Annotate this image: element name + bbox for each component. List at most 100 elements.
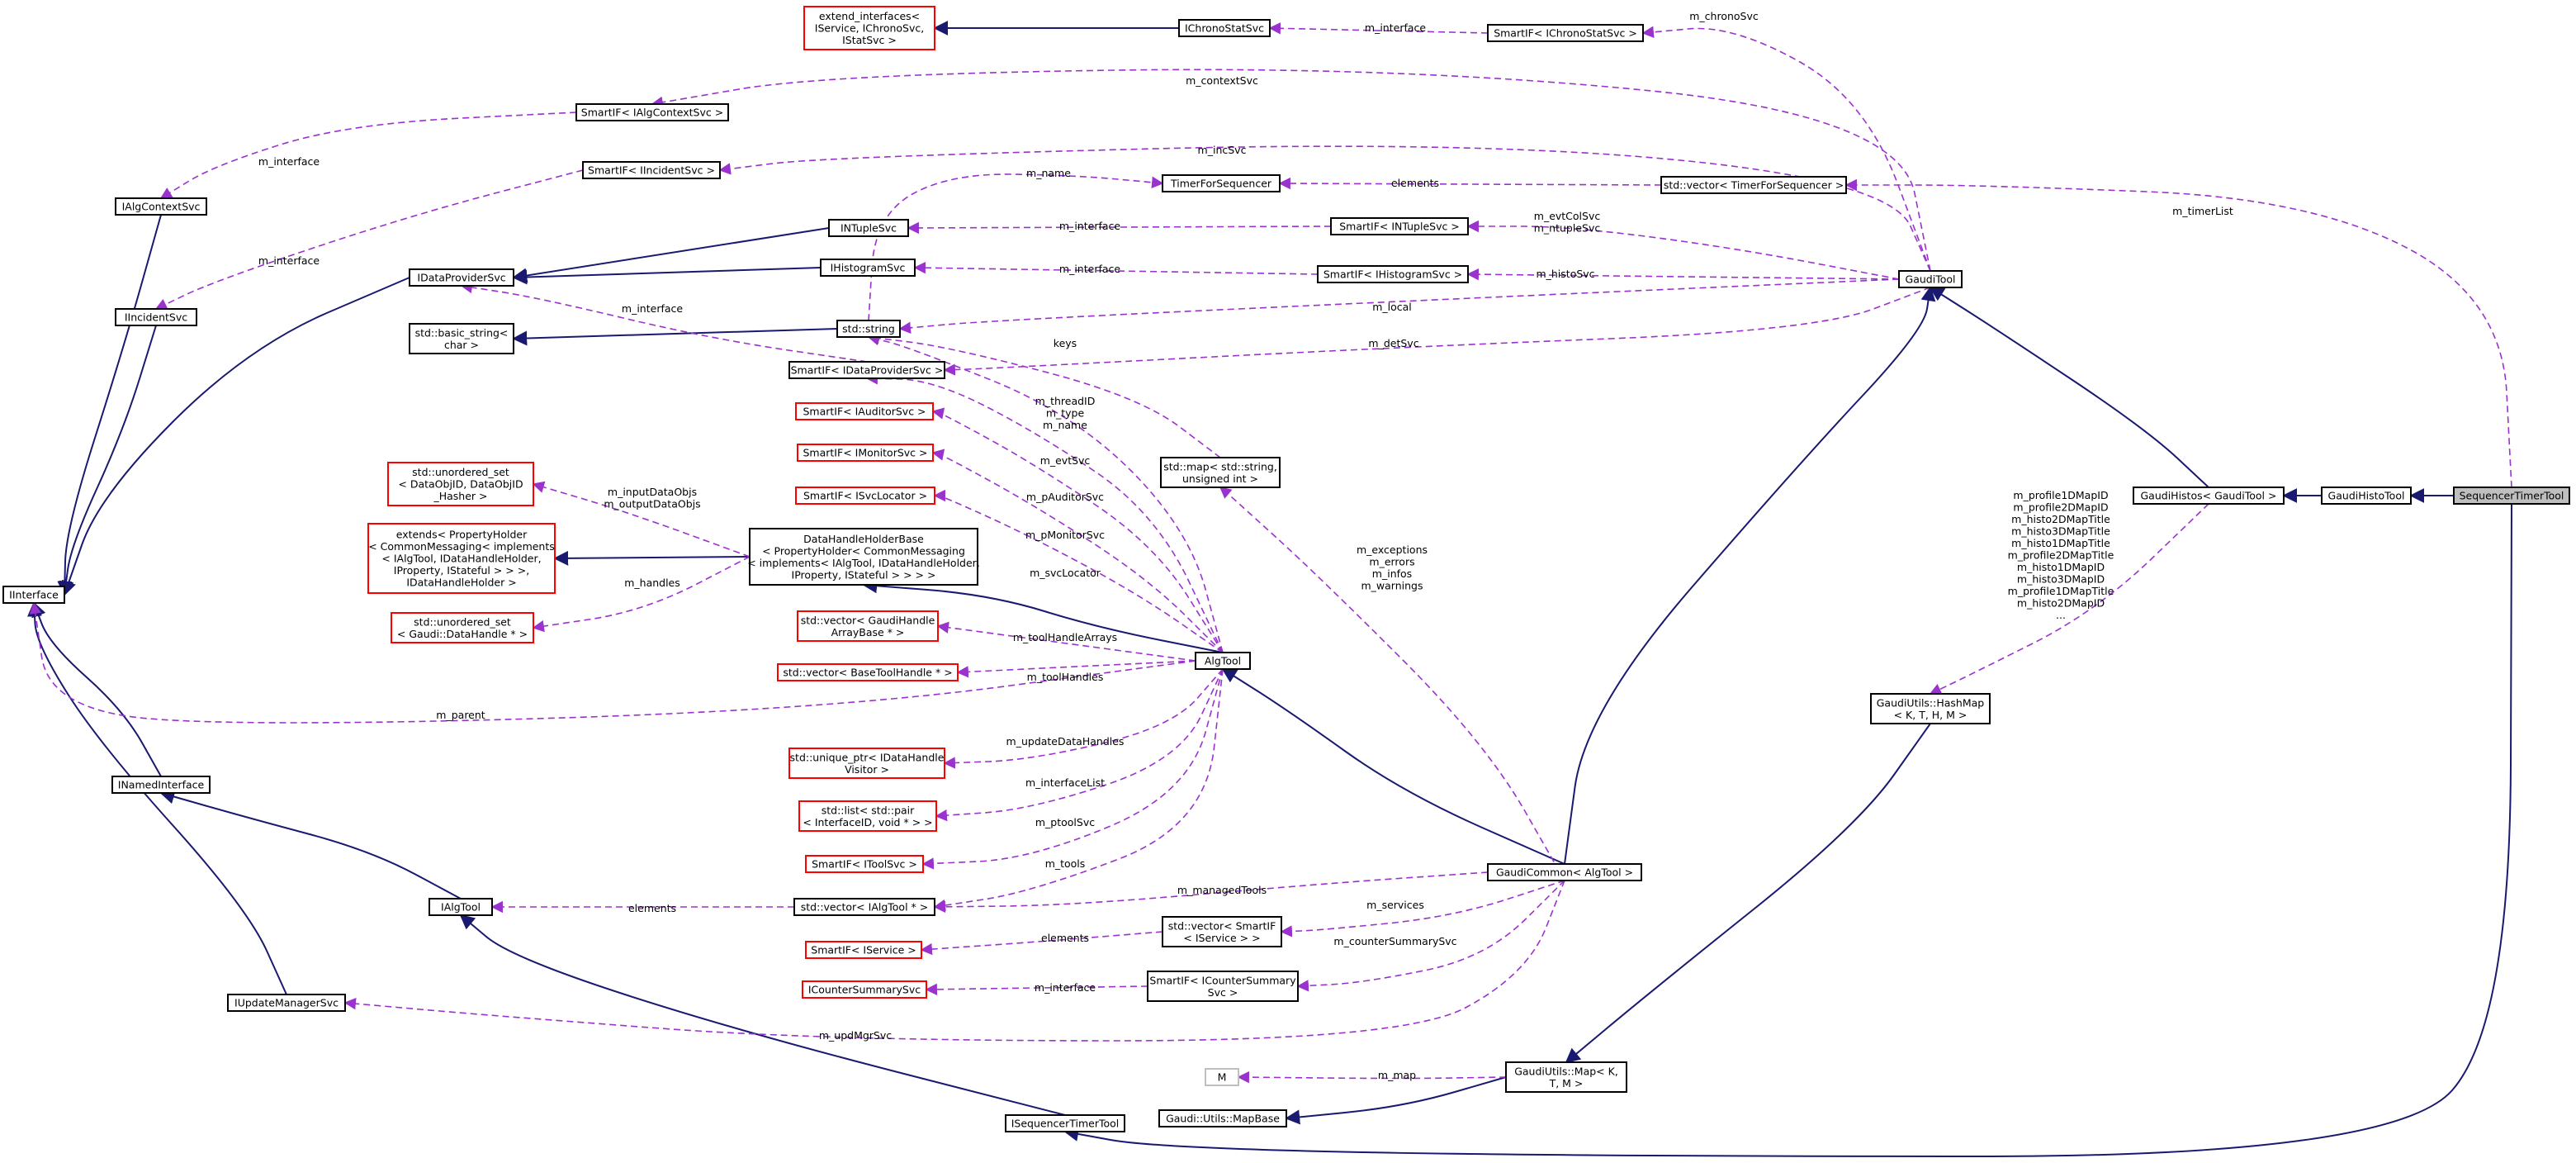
class-node-basic-string[interactable]: std::basic_string<char >: [409, 323, 514, 354]
edge-label-m-detsvc: m_detSvc: [1368, 337, 1418, 349]
class-box: [115, 308, 197, 326]
class-box: [1505, 1061, 1627, 1093]
class-node-iupdatemanagersvc[interactable]: IUpdateManagerSvc: [227, 994, 346, 1012]
class-node-gaudihistotool[interactable]: GaudiHistoTool: [2321, 487, 2412, 505]
inheritance-edge-gaudiutils-map-to-mapbase: [1285, 1076, 1507, 1125]
class-box: [1660, 176, 1847, 194]
class-node-datahandleholderbase[interactable]: DataHandleHolderBase< PropertyHolder< Co…: [747, 528, 980, 586]
class-node-mapbase[interactable]: Gaudi::Utils::MapBase: [1158, 1109, 1287, 1127]
class-node-unordered-set-datahandle[interactable]: std::unordered_set< Gaudi::DataHandle * …: [391, 612, 534, 643]
edge-label-elements-timer: elements: [1391, 177, 1439, 189]
class-node-gaudicommon[interactable]: GaudiCommon< AlgTool >: [1487, 863, 1642, 881]
class-node-idataprovidersvc[interactable]: IDataProviderSvc: [409, 268, 514, 287]
inheritance-edge-idataprovidersvc-to-iinterface: [61, 277, 410, 596]
edge-label-m-timerlist: m_timerList: [2172, 205, 2233, 217]
class-node-gaudihistos[interactable]: GaudiHistos< GaudiTool >: [2133, 487, 2285, 505]
class-box: [1162, 916, 1282, 947]
class-node-vector-ialgtool[interactable]: std::vector< IAlgTool * >: [793, 898, 935, 916]
class-node-std-string[interactable]: std::string: [836, 320, 901, 338]
class-node-smartif-iincidentsvc[interactable]: SmartIF< IIncidentSvc >: [582, 161, 721, 179]
class-name: TimerForSequencer: [1170, 178, 1272, 190]
inheritance-edge-gaudicommon-to-gauditool: [1564, 286, 1936, 865]
class-name: GaudiUtils::HashMap< K, T, H, M >: [1877, 696, 1985, 721]
class-node-smartif-iauditorsvc[interactable]: SmartIF< IAuditorSvc >: [795, 402, 934, 420]
class-node-isequencertimertool[interactable]: ISequencerTimerTool: [1005, 1114, 1125, 1132]
class-name: IAlgTool: [441, 901, 481, 914]
class-box: [828, 219, 909, 237]
edge-label-m-handles: m_handles: [624, 577, 680, 589]
class-node-algtool[interactable]: AlgTool: [1195, 652, 1251, 670]
class-box: [795, 487, 935, 505]
class-box: [803, 6, 935, 50]
class-node-extends-propertyholder[interactable]: extends< PropertyHolder< CommonMessaging…: [367, 523, 556, 594]
class-node-vector-basetoolhandle[interactable]: std::vector< BaseToolHandle * >: [777, 663, 959, 681]
class-box: [797, 610, 939, 642]
member-edge-gaudicommon-to-vector-ialgtool: [933, 871, 1489, 914]
class-node-vector-smartif-iservice[interactable]: std::vector< SmartIF< IService > >: [1162, 916, 1282, 947]
class-box: [793, 898, 935, 916]
edge-label-elements-algtool: elements: [628, 902, 676, 914]
class-node-std-map[interactable]: std::map< std::string,unsigned int >: [1160, 457, 1281, 488]
class-node-smartif-iservice[interactable]: SmartIF< IService >: [805, 941, 922, 959]
edge-label-m-tools: m_tools: [1045, 857, 1086, 870]
class-box: [788, 748, 945, 779]
class-node-ihistogramsvc[interactable]: IHistogramSvc: [820, 259, 916, 277]
class-node-smartif-isvclocator[interactable]: SmartIF< ISvcLocator >: [795, 487, 935, 505]
class-node-extend-interfaces[interactable]: extend_interfaces<IService, IChronoSvc,I…: [803, 6, 935, 50]
class-name: SmartIF< IIncidentSvc >: [588, 164, 715, 177]
class-name: SmartIF< IDataProviderSvc >: [791, 364, 944, 377]
edge-label-m-interface-counter: m_interface: [1035, 981, 1096, 994]
member-edge-algtool-to-smartif-idataprovidersvc: [865, 373, 1224, 653]
class-node-inamedinterface[interactable]: INamedInterface: [111, 776, 211, 794]
class-node-vector-timerforsequencer[interactable]: std::vector< TimerForSequencer >: [1660, 176, 1847, 194]
class-node-iinterface[interactable]: IInterface: [2, 586, 65, 604]
class-name: IIncidentSvc: [125, 311, 187, 324]
class-node-timerforsequencer[interactable]: TimerForSequencer: [1162, 174, 1281, 192]
inheritance-edge-isequencertimertool-to-ialgtool: [459, 914, 1066, 1116]
class-node-unordered-set-dataobjid[interactable]: std::unordered_set< DataObjID, DataObjID…: [387, 462, 534, 506]
member-edge-algtool-to-unique-ptr-visitor: [943, 668, 1224, 769]
member-edge-gaudicommon-to-std-map: [1219, 487, 1565, 881]
class-name: GaudiUtils::Map< K,T, M >: [1514, 1065, 1618, 1089]
class-node-m[interactable]: M: [1205, 1068, 1239, 1086]
member-edge-vector-smartif-iservice-to-smartif-iservice: [920, 931, 1163, 956]
class-node-smartif-idataprovidersvc[interactable]: SmartIF< IDataProviderSvc >: [788, 361, 945, 379]
class-box: [2133, 487, 2285, 505]
edge-label-m-interface-incident: m_interface: [258, 254, 320, 267]
class-name: IUpdateManagerSvc: [234, 997, 339, 1009]
class-node-smartif-itoolsvc[interactable]: SmartIF< IToolSvc >: [805, 855, 924, 873]
class-node-sequencertimertool[interactable]: SequencerTimerTool: [2453, 487, 2570, 505]
class-name: ISequencerTimerTool: [1011, 1118, 1120, 1130]
class-node-smartif-ialgcontextsvc[interactable]: SmartIF< IAlgContextSvc >: [575, 103, 729, 121]
class-node-list-pair[interactable]: std::list< std::pair< InterfaceID, void …: [798, 800, 937, 832]
class-name: SmartIF< INTupleSvc >: [1339, 221, 1460, 233]
class-node-smartif-ihistogramsvc[interactable]: SmartIF< IHistogramSvc >: [1317, 265, 1469, 283]
class-node-ichronostatsvc[interactable]: IChronoStatSvc: [1178, 19, 1271, 37]
class-node-intuplesvc[interactable]: INTupleSvc: [828, 219, 909, 237]
class-name: ICounterSummarySvc: [808, 984, 921, 996]
class-node-gauditool[interactable]: GaudiTool: [1898, 270, 1963, 288]
member-edge-smartif-idataprovidersvc-to-idataprovidersvc: [460, 281, 868, 363]
class-node-hashmap[interactable]: GaudiUtils::HashMap< K, T, H, M >: [1870, 693, 1991, 724]
class-node-ialgcontextsvc[interactable]: IAlgContextSvc: [115, 197, 207, 216]
class-node-icountersummarysvc[interactable]: ICounterSummarySvc: [802, 980, 927, 999]
class-node-smartif-intuplesvc[interactable]: SmartIF< INTupleSvc >: [1330, 217, 1469, 235]
class-node-gaudiutils-map[interactable]: GaudiUtils::Map< K,T, M >: [1505, 1061, 1627, 1093]
class-node-smartif-ichronostatsvc[interactable]: SmartIF< IChronoStatSvc >: [1487, 24, 1644, 42]
edge-label-m-ptoolsvc: m_ptoolSvc: [1035, 816, 1095, 828]
class-name: std::vector< TimerForSequencer >: [1664, 179, 1844, 192]
class-node-ialgtool[interactable]: IAlgTool: [429, 898, 493, 916]
class-node-smartif-imonitorsvc[interactable]: SmartIF< IMonitorSvc >: [797, 444, 934, 462]
class-name: std::vector< BaseToolHandle * >: [783, 667, 952, 679]
class-node-iincidentsvc[interactable]: IIncidentSvc: [115, 308, 197, 326]
class-name: std::vector< IAlgTool * >: [801, 901, 928, 914]
class-box: [1330, 217, 1469, 235]
